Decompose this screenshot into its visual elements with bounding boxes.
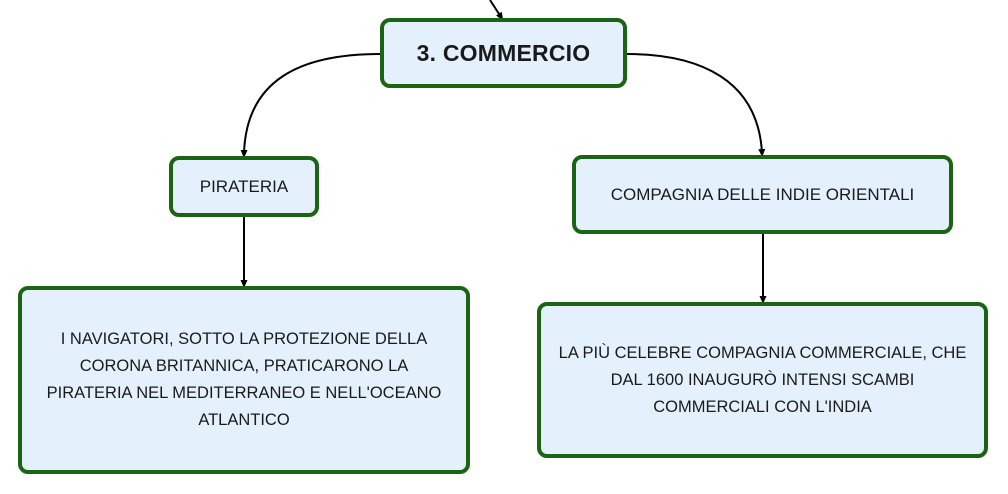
incoming-connector xyxy=(489,0,504,21)
detail-node-navigatori[interactable]: I NAVIGATORI, SOTTO LA PROTEZIONE DELLA … xyxy=(18,286,470,474)
detail-node-text: LA PIÙ CELEBRE COMPAGNIA COMMERCIALE, CH… xyxy=(558,343,967,416)
detail-node-text: I NAVIGATORI, SOTTO LA PROTEZIONE DELLA … xyxy=(46,330,442,429)
connector-root-to-pirateria xyxy=(240,53,381,158)
root-node-label: 3. COMMERCIO xyxy=(416,39,591,66)
topic-node-compagnia-indie[interactable]: COMPAGNIA DELLE INDIE ORIENTALI xyxy=(572,155,953,234)
topic-node-pirateria[interactable]: PIRATERIA xyxy=(169,156,319,217)
topic-node-label: COMPAGNIA DELLE INDIE ORIENTALI xyxy=(610,184,915,204)
root-node-commercio[interactable]: 3. COMMERCIO xyxy=(380,18,627,88)
connector-root-to-compagnia xyxy=(626,53,766,157)
topic-node-label: PIRATERIA xyxy=(199,176,289,196)
detail-node-compagnia-commerciale[interactable]: LA PIÙ CELEBRE COMPAGNIA COMMERCIALE, CH… xyxy=(537,302,988,458)
